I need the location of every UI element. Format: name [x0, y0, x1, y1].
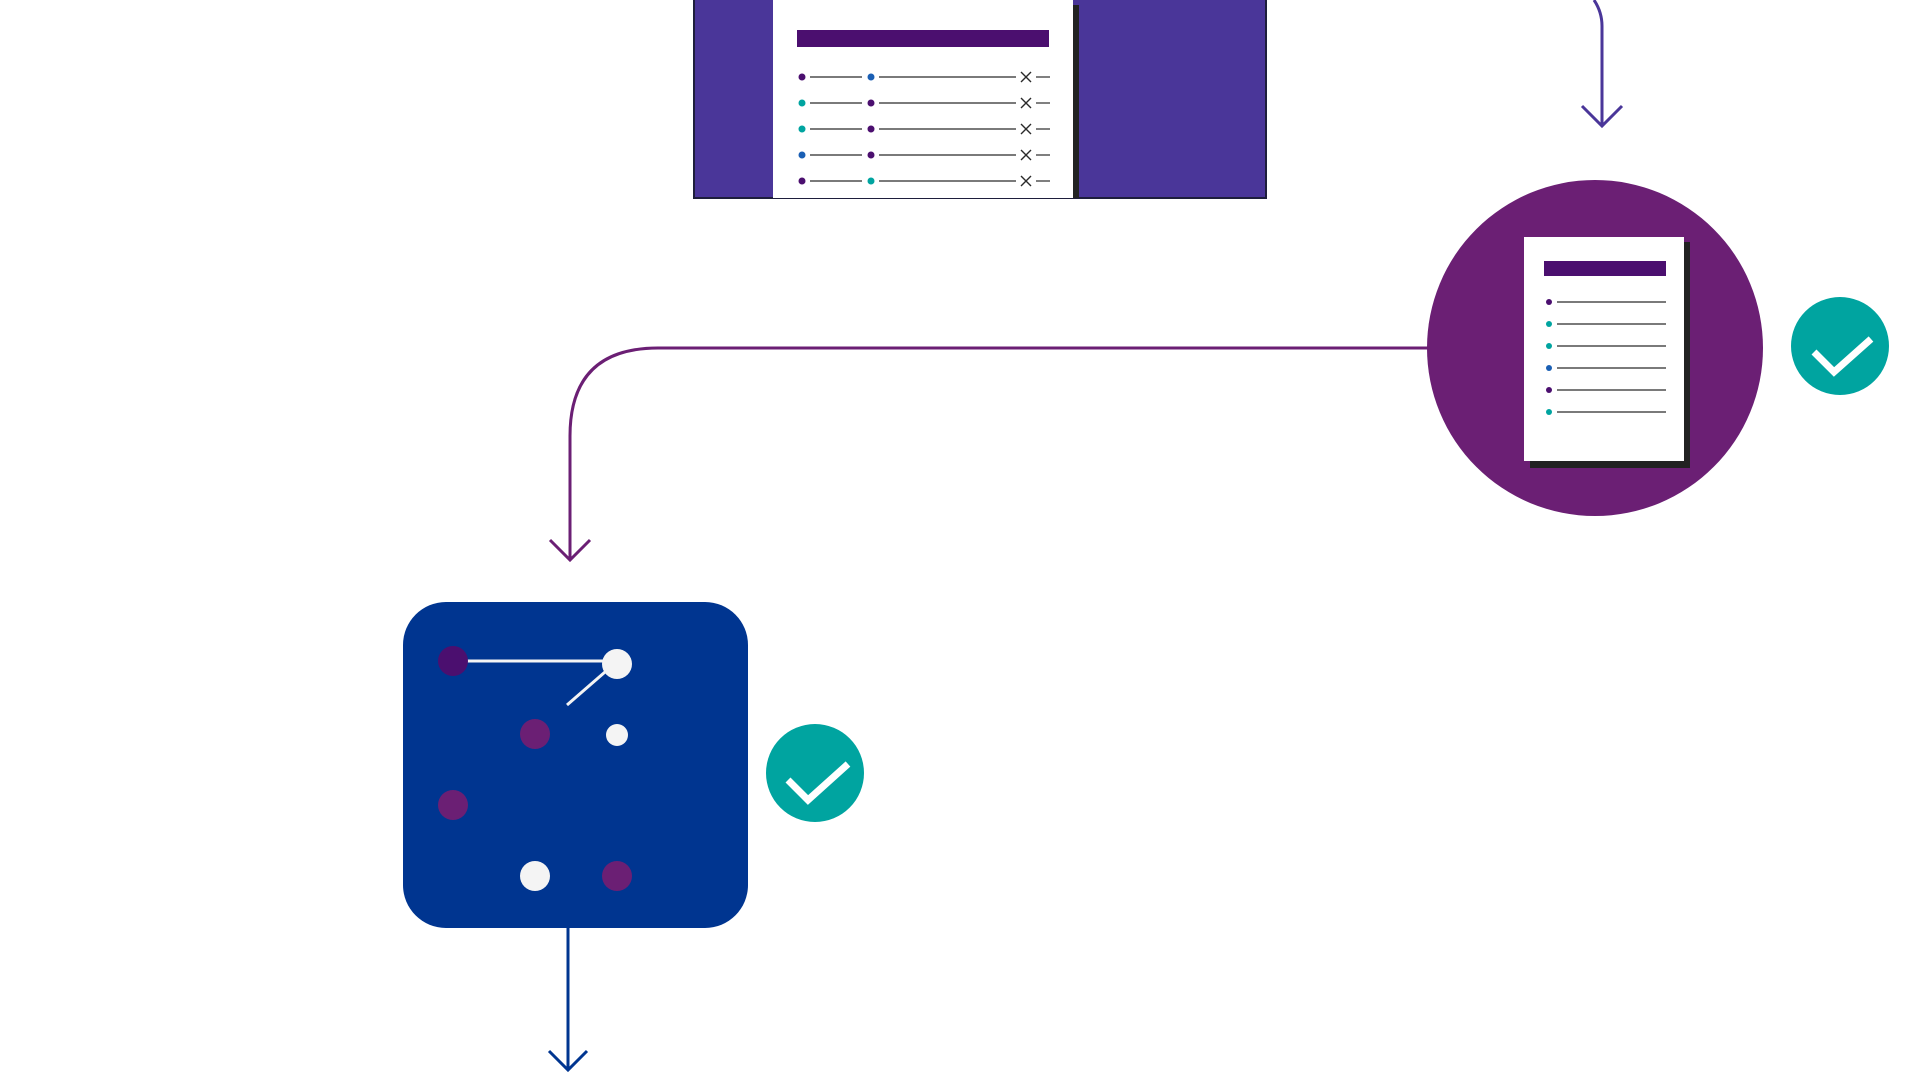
network-node [438, 790, 468, 820]
list-dot [1546, 409, 1552, 415]
chevron-down-icon [547, 1049, 589, 1073]
row-dot [867, 73, 875, 81]
network-node [602, 861, 632, 891]
list-item [1546, 343, 1666, 349]
close-icon [1020, 175, 1032, 187]
close-icon [1020, 71, 1032, 83]
network-square [403, 602, 748, 928]
list-item [1546, 321, 1666, 327]
row-dot [798, 151, 806, 159]
document-title-bar [797, 30, 1049, 47]
table-row [798, 71, 1050, 83]
table-row [798, 123, 1050, 135]
document-sheet [773, 0, 1073, 198]
network-node [602, 649, 632, 679]
document-title-bar [1544, 261, 1666, 276]
list-item [1546, 387, 1666, 393]
row-dot [798, 99, 806, 107]
badge-circle [1791, 297, 1889, 395]
row-dot [798, 177, 806, 185]
close-icon [1020, 149, 1032, 161]
network-node [438, 646, 468, 676]
connector-top [1580, 0, 1624, 129]
table-row [798, 175, 1050, 187]
table-row [798, 149, 1050, 161]
check-icon [1811, 336, 1874, 377]
list-item [1546, 365, 1666, 371]
row-dot [867, 125, 875, 133]
list-dot [1546, 321, 1552, 327]
status-badge-document [1791, 297, 1889, 395]
list-dot [1546, 365, 1552, 371]
network-node [520, 719, 550, 749]
list-dot [1546, 343, 1552, 349]
network-edge [566, 670, 606, 707]
badge-circle [766, 724, 864, 822]
row-dot [798, 73, 806, 81]
chevron-down-icon [1580, 104, 1624, 129]
document-table-rows [798, 71, 1050, 187]
connector-line [568, 346, 1428, 560]
network-nodes [438, 646, 632, 891]
connector-bottom [547, 928, 589, 1073]
document-list-rows [1546, 299, 1666, 415]
connector-middle [548, 346, 1428, 563]
network-node [520, 861, 550, 891]
list-dot [1546, 299, 1552, 305]
close-icon [1020, 97, 1032, 109]
network-node [606, 724, 628, 746]
list-item [1546, 409, 1666, 415]
row-dot [867, 177, 875, 185]
chevron-down-icon [548, 538, 592, 563]
connector-line [1592, 0, 1604, 126]
row-dot [867, 99, 875, 107]
close-icon [1020, 123, 1032, 135]
check-icon [785, 761, 851, 805]
status-badge-network [766, 724, 864, 822]
table-row [798, 97, 1050, 109]
document-circle [1427, 180, 1763, 516]
row-dot [798, 125, 806, 133]
list-item [1546, 299, 1666, 305]
row-dot [867, 151, 875, 159]
list-dot [1546, 387, 1552, 393]
table-document-panel [693, 0, 1267, 199]
square-background [403, 602, 748, 928]
